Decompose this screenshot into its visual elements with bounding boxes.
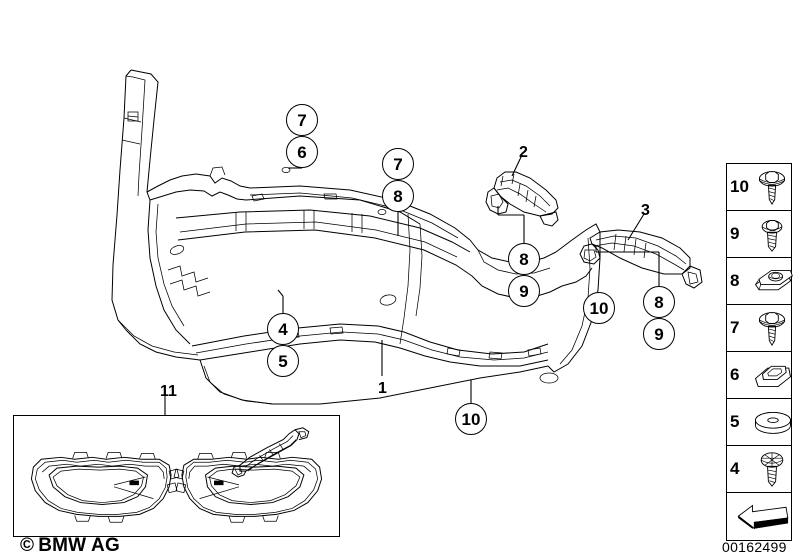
- legend-number: 4: [730, 459, 740, 478]
- callout-label: 8: [519, 249, 529, 269]
- legend-row-5[interactable]: 5: [727, 399, 791, 446]
- legend-row-4[interactable]: 4: [727, 446, 791, 493]
- callout-label: 5: [278, 351, 288, 371]
- callout-label: 9: [519, 281, 529, 301]
- label-part-11: 11: [160, 383, 177, 400]
- legend-row-10[interactable]: 10: [727, 164, 791, 211]
- direction-arrow-icon: [737, 493, 792, 540]
- callout-label: 8: [393, 186, 403, 206]
- speed-nut-clip-icon: [752, 258, 794, 304]
- inset-artwork: [30, 427, 323, 523]
- fastener-legend: 10 9: [726, 163, 794, 541]
- callout-9-bracket-left[interactable]: 9: [508, 275, 540, 307]
- square-grommet-icon: [752, 352, 794, 398]
- flanged-hex-head-screw-icon: [752, 164, 791, 210]
- callout-6[interactable]: 6: [286, 136, 318, 168]
- callout-8-bracket-right[interactable]: 8: [643, 286, 675, 318]
- callout-label: 10: [589, 298, 609, 318]
- legend-number: 5: [730, 412, 740, 431]
- callout-label: 7: [393, 154, 403, 174]
- callout-9-bracket-right[interactable]: 9: [643, 318, 675, 350]
- callout-label: 9: [654, 324, 664, 344]
- label-part-1: 1: [378, 380, 387, 397]
- right-grille-trim: [173, 452, 323, 523]
- copyright-symbol: ©: [20, 535, 35, 556]
- callout-label: 8: [654, 292, 664, 312]
- legend-row-direction-arrow: [727, 493, 791, 540]
- callout-4[interactable]: 4: [267, 313, 299, 345]
- legend-number: 10: [730, 177, 749, 196]
- bmw-copyright: ©BMW AG: [20, 535, 120, 557]
- legend-number: 8: [730, 271, 740, 290]
- label-part-2: 2: [519, 144, 528, 161]
- callout-8-mid[interactable]: 8: [382, 180, 414, 212]
- callout-label: 10: [461, 409, 481, 429]
- grille-set-inset-box: [13, 415, 340, 537]
- callout-8-bracket-left[interactable]: 8: [508, 243, 540, 275]
- part-left-mounting-bracket: [485, 171, 559, 227]
- trim-strip: [231, 427, 310, 478]
- diagram-part-number: 00162499: [722, 539, 787, 555]
- cross-head-screw-icon: [752, 446, 791, 492]
- flanged-hex-head-screw-icon: [752, 305, 791, 351]
- callout-10-corner[interactable]: 10: [583, 292, 615, 324]
- legend-number: 9: [730, 224, 740, 243]
- callout-label: 6: [297, 142, 307, 162]
- washer-disc-icon: [752, 399, 794, 445]
- legend-row-8[interactable]: 8: [727, 258, 794, 305]
- legend-row-6[interactable]: 6: [727, 352, 791, 399]
- left-grille-trim: [30, 452, 180, 523]
- part-front-bumper-trim-panel: [111, 69, 601, 405]
- callout-label: 7: [297, 110, 307, 130]
- callout-10-lower[interactable]: 10: [455, 403, 487, 435]
- callout-label: 4: [278, 319, 288, 339]
- callout-leader-lines: [164, 152, 660, 416]
- copyright-owner: BMW AG: [38, 535, 120, 556]
- legend-row-9[interactable]: 9: [727, 211, 791, 258]
- callout-5[interactable]: 5: [267, 345, 299, 377]
- part-right-mounting-bracket: [579, 229, 703, 289]
- hex-head-screw-icon: [752, 211, 791, 257]
- legend-number: 7: [730, 318, 740, 337]
- legend-number: 6: [730, 365, 740, 384]
- callout-7-mid[interactable]: 7: [382, 148, 414, 180]
- legend-row-7[interactable]: 7: [727, 305, 791, 352]
- callout-7-upper[interactable]: 7: [286, 104, 318, 136]
- label-part-3: 3: [641, 202, 650, 219]
